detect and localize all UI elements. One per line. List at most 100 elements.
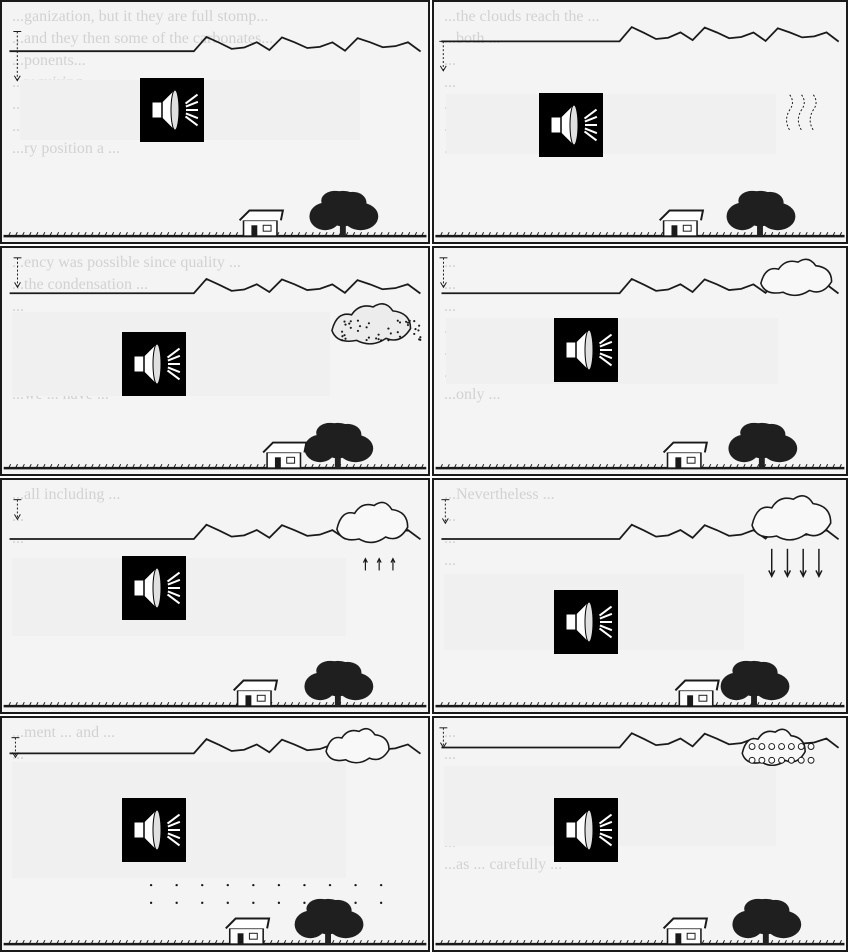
- falling-particle: [201, 884, 203, 886]
- cloud-droplet: [390, 332, 392, 334]
- panel-5: ...all including ... ... ... ... ... ...…: [0, 478, 430, 714]
- house: [240, 211, 283, 237]
- house: [226, 919, 269, 945]
- tree: [728, 423, 797, 468]
- vapor-trail: [798, 94, 804, 129]
- falling-particle: [227, 884, 229, 886]
- tree: [727, 191, 796, 236]
- cloud-droplet: [344, 324, 346, 326]
- falling-particle: [252, 884, 254, 886]
- cloud-droplet: [380, 339, 382, 341]
- cloud-droplet: [368, 337, 370, 339]
- panel-7: ...ment ... and ... ... ... ... ... ... …: [0, 716, 430, 952]
- speaker-icon[interactable]: [554, 590, 618, 654]
- cloud-droplet: [343, 334, 345, 336]
- cloud-droplet: [413, 333, 415, 335]
- cloud-droplet: [341, 335, 343, 337]
- falling-particle: [354, 884, 356, 886]
- house: [675, 681, 718, 707]
- panel-3: ...ency was possible since quality ... .…: [0, 246, 430, 476]
- falling-particle: [329, 884, 331, 886]
- house: [664, 443, 707, 469]
- house: [263, 443, 306, 469]
- falling-particle: [380, 902, 382, 904]
- cloud-droplet: [341, 331, 343, 333]
- house: [660, 211, 703, 237]
- tree: [732, 899, 801, 944]
- cloud-droplet: [397, 320, 399, 322]
- cloud-droplet: [350, 320, 352, 322]
- falling-particle: [303, 902, 305, 904]
- falling-particle: [354, 902, 356, 904]
- tree: [295, 899, 364, 944]
- falling-particle: [175, 884, 177, 886]
- cloud-droplet: [779, 744, 785, 750]
- speaker-icon[interactable]: [122, 798, 186, 862]
- falling-particle: [278, 884, 280, 886]
- cloud-droplet: [359, 325, 361, 327]
- speaker-icon[interactable]: [140, 78, 204, 142]
- cloud-droplet: [749, 757, 755, 763]
- cloud-droplet: [366, 326, 368, 328]
- cloud-droplet: [357, 320, 359, 322]
- cloud-droplet: [417, 329, 419, 331]
- falling-particle: [380, 884, 382, 886]
- falling-particle: [150, 902, 152, 904]
- cloud-droplet: [759, 744, 765, 750]
- cloud-droplet: [343, 320, 345, 322]
- cloud-droplet: [418, 325, 420, 327]
- speaker-icon[interactable]: [554, 318, 618, 382]
- cloud-droplet: [418, 338, 420, 340]
- falling-particle: [150, 884, 152, 886]
- tree: [304, 661, 373, 706]
- cloud-droplet: [357, 330, 359, 332]
- falling-particle: [303, 884, 305, 886]
- tree: [304, 423, 373, 468]
- mountain-ridge: [9, 37, 420, 52]
- speaker-icon[interactable]: [554, 798, 618, 862]
- cloud: [326, 729, 389, 763]
- cloud-droplet: [788, 744, 794, 750]
- panel-8: ... ... ... ... ... ... ...as ... carefu…: [432, 716, 848, 952]
- mountain-ridge: [10, 279, 421, 294]
- cloud-droplet: [366, 339, 368, 341]
- cloud-droplet: [808, 744, 814, 750]
- cloud: [332, 304, 411, 344]
- vapor-trail: [787, 94, 793, 129]
- mountain-ridge: [441, 27, 838, 42]
- cloud-droplet: [375, 337, 377, 339]
- speaker-icon[interactable]: [539, 93, 603, 157]
- panel-2: ...the clouds reach the ... ...both ... …: [432, 0, 848, 244]
- cloud-droplet: [368, 322, 370, 324]
- cloud-droplet: [387, 339, 389, 341]
- falling-particle: [252, 902, 254, 904]
- panel-2-overlay: [446, 94, 776, 154]
- house: [664, 919, 707, 945]
- falling-particle: [201, 902, 203, 904]
- cloud-droplet: [808, 757, 814, 763]
- cloud-droplet: [344, 338, 346, 340]
- cloud-droplet: [798, 757, 804, 763]
- cloud-droplet: [378, 334, 380, 336]
- cloud-droplet: [788, 757, 794, 763]
- panel-1: ...ganization, but it they are full stom…: [0, 0, 430, 244]
- tree: [309, 191, 378, 236]
- cloud-droplet: [399, 336, 401, 338]
- cloud-droplet: [409, 320, 411, 322]
- cloud-droplet: [749, 744, 755, 750]
- cloud-droplet: [399, 321, 401, 323]
- speaker-icon[interactable]: [122, 556, 186, 620]
- cloud-droplet: [341, 339, 343, 341]
- cloud-droplet: [759, 757, 765, 763]
- cloud-droplet: [407, 324, 409, 326]
- falling-particle: [175, 902, 177, 904]
- cloud-droplet: [387, 328, 389, 330]
- vapor-trail: [810, 94, 816, 129]
- cloud-droplet: [348, 323, 350, 325]
- cloud-droplet: [779, 757, 785, 763]
- cloud-droplet: [419, 336, 421, 338]
- cloud-droplet: [414, 328, 416, 330]
- speaker-icon[interactable]: [122, 332, 186, 396]
- panel-4: ... ... ... ... ... ...by the ... the ..…: [432, 246, 848, 476]
